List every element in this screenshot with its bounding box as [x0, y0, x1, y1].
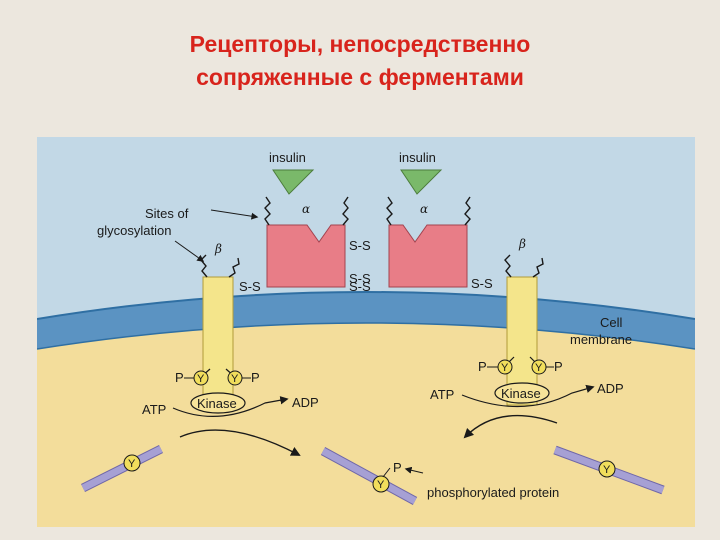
adp-label: ADP — [597, 381, 624, 396]
tyrosine-marker — [598, 460, 616, 478]
svg-text:Kinase: Kinase — [501, 386, 541, 401]
beta-label-left: β — [214, 242, 222, 256]
alpha-subunit-left — [266, 224, 346, 288]
phosphorylated-protein-label: phosphorylated protein — [427, 485, 559, 500]
phosphate-label: P — [251, 370, 260, 385]
atp-label: ATP — [142, 402, 166, 417]
cell-membrane-label-line-2: membrane — [570, 332, 632, 347]
insulin-triangle-icon — [400, 169, 443, 195]
phosphorylated-protein-right: Y — [553, 445, 665, 495]
cell-membrane-label-line-1: Cell — [600, 315, 623, 330]
kinase-domain-left: Y Y P P Kinase ATP ADP — [142, 368, 319, 456]
cytoplasm — [37, 319, 695, 527]
svg-text:Y: Y — [603, 464, 611, 476]
disulfide-label: S-S — [471, 276, 493, 291]
svg-text:Y: Y — [501, 362, 509, 374]
kinase-ellipse — [190, 392, 246, 414]
insulin-receptor-diagram: insulin insulin α α β β Sites of glycosy… — [37, 137, 695, 527]
disulfide-label: S-S — [349, 271, 371, 286]
substrate-protein-left: Y — [80, 444, 164, 493]
phosphorylated-protein-center: Y P phosphorylated protein — [320, 447, 559, 505]
atp-adp-arrow — [461, 384, 595, 408]
alpha-label-left: α — [302, 202, 310, 216]
svg-text:Kinase: Kinase — [197, 396, 237, 411]
phosphate-label: P — [393, 460, 402, 475]
svg-text:Y: Y — [128, 458, 136, 470]
reaction-arrow — [179, 429, 301, 456]
glycosylation-chains — [200, 196, 544, 278]
svg-text:Y: Y — [377, 479, 385, 491]
phosphate-label: P — [554, 359, 563, 374]
title-line-2: сопряженные с ферментами — [196, 64, 524, 90]
glycosylation-pointer — [174, 240, 205, 262]
kinase-ellipse — [494, 382, 550, 404]
membrane-inner-edge — [37, 322, 695, 350]
glycosylation-label-line-2: glycosylation — [97, 223, 171, 238]
beta-label-right: β — [518, 237, 526, 251]
glycosylation-pointer — [210, 209, 259, 220]
tyrosine-marker — [372, 475, 390, 493]
insulin-left: insulin — [269, 150, 315, 195]
svg-text:insulin: insulin — [399, 150, 436, 165]
insulin-triangle-icon — [272, 169, 315, 195]
adp-label: ADP — [292, 395, 319, 410]
alpha-label-right: α — [420, 202, 428, 216]
disulfide-label: S-S — [349, 279, 371, 294]
phosphate-label: P — [478, 359, 487, 374]
svg-text:Y: Y — [535, 362, 543, 374]
svg-text:Y: Y — [231, 373, 239, 385]
phosphate-label: P — [175, 370, 184, 385]
tyrosine-marker — [123, 454, 141, 472]
kinase-domain-right: Y Y P P Kinase ATP ADP — [430, 356, 624, 439]
slide-title: Рецепторы, непосредственно сопряженные с… — [0, 28, 720, 94]
disulfide-label: S-S — [349, 238, 371, 253]
insulin-right: insulin — [399, 150, 443, 195]
title-line-1: Рецепторы, непосредственно — [189, 31, 531, 57]
atp-label: ATP — [430, 387, 454, 402]
svg-text:insulin: insulin — [269, 150, 306, 165]
atp-adp-arrow — [172, 396, 289, 417]
disulfide-label: S-S — [239, 279, 261, 294]
svg-text:Y: Y — [197, 373, 205, 385]
glycosylation-label-line-1: Sites of — [145, 206, 189, 221]
reaction-arrow — [463, 414, 558, 439]
alpha-subunit-right — [388, 224, 468, 288]
beta-subunit-left — [202, 276, 234, 403]
membrane-outer-edge — [37, 291, 695, 320]
